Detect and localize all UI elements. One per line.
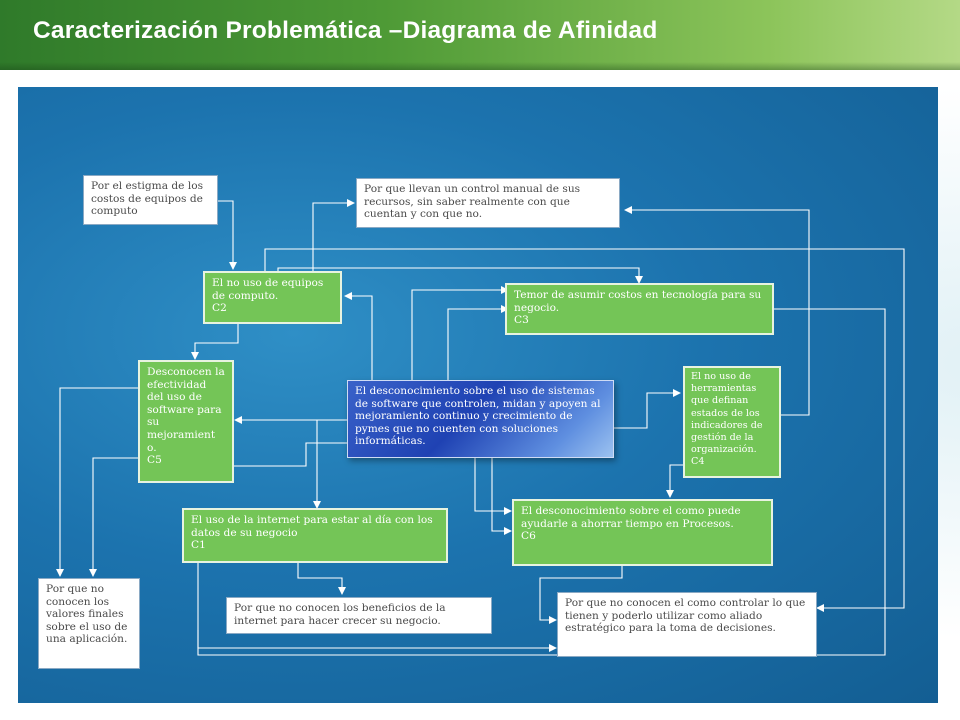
connector-c5-to-valores bbox=[228, 442, 349, 467]
box-c3-temor-costos: Temor de asumir costos en tecnología par… bbox=[505, 283, 774, 335]
box-beneficios-internet: Por que no conocen los beneficios de la … bbox=[226, 597, 492, 634]
connector-c5-left-drop bbox=[56, 387, 138, 577]
connector-c4-to-control-manual bbox=[624, 206, 810, 416]
connector-central-to-c4 bbox=[614, 389, 681, 429]
connector-c5-inner-drop bbox=[89, 457, 138, 577]
box-control-manual: Por que llevan un control manual de sus … bbox=[356, 178, 620, 228]
connector-c1-to-control bbox=[197, 562, 557, 652]
connector-central-to-c6-b bbox=[474, 455, 512, 515]
connector-c1-to-beneficios bbox=[297, 562, 346, 595]
connector-c2-to-c5 bbox=[191, 323, 239, 360]
connector-c2-to-temor bbox=[277, 267, 643, 284]
title-bar-shadow bbox=[0, 62, 960, 70]
connector-loop-top-right bbox=[264, 248, 905, 612]
connector-c2-to-control-manual bbox=[312, 199, 355, 272]
box-c4-herramientas-indicadores: El no uso de herramientas que definan es… bbox=[683, 366, 781, 478]
slide-title: Caracterización Problemática –Diagrama d… bbox=[33, 17, 658, 44]
connector-central-to-temor-lower bbox=[447, 305, 509, 385]
connector-central-to-temor bbox=[411, 286, 509, 385]
box-desconocimiento-central: El desconocimiento sobre el uso de siste… bbox=[347, 380, 614, 458]
box-valores-finales: Por que no conocen los valores finales s… bbox=[38, 578, 140, 669]
connector-c4-to-c6 bbox=[666, 464, 683, 498]
box-como-controlar: Por que no conocen el como controlar lo … bbox=[557, 592, 817, 657]
connector-c6-to-control bbox=[539, 563, 623, 624]
box-estigma-costos: Por el estigma de los costos de equipos … bbox=[83, 175, 218, 225]
box-c1-internet-al-dia: El uso de la internet para estar al día … bbox=[182, 508, 448, 563]
box-c2-no-uso-equipos: El no uso de equipos de computo. C2 bbox=[203, 271, 342, 324]
connector-central-to-c2 bbox=[344, 292, 373, 385]
title-bar bbox=[0, 0, 960, 70]
connector-estigma-to-c2 bbox=[218, 200, 237, 270]
connector-central-to-c6-a bbox=[491, 455, 512, 535]
box-c6-ahorrar-tiempo: El desconocimiento sobre el como puede a… bbox=[512, 499, 773, 566]
box-c5-efectividad-software: Desconocen la efectividad del uso de sof… bbox=[138, 360, 234, 483]
